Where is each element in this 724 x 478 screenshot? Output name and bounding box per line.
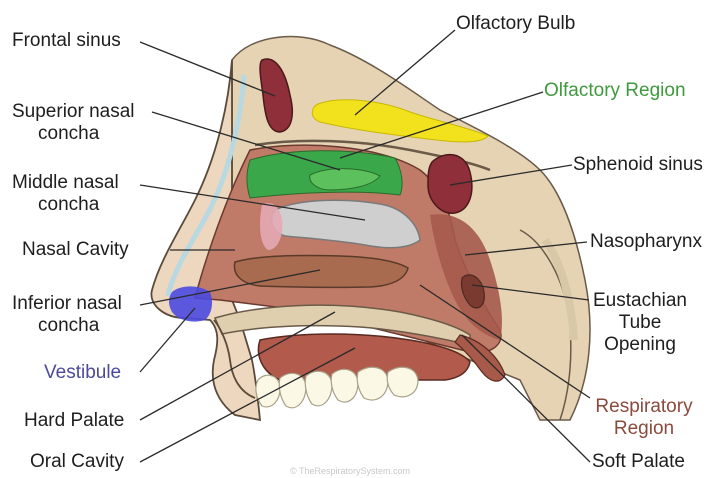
label-line: Tube <box>590 312 690 334</box>
tooth <box>279 373 306 407</box>
inferior-nasal-concha-shape <box>234 256 408 288</box>
tooth <box>357 367 388 400</box>
label-hard-palate: Hard Palate <box>24 410 124 432</box>
tooth <box>387 367 418 396</box>
label-sphenoid-sinus: Sphenoid sinus <box>573 154 703 176</box>
watermark: © TheRespiratorySystem.com <box>290 466 410 476</box>
label-oral-cavity: Oral Cavity <box>30 451 124 473</box>
label-inferior-nasal-concha: Inferior nasal concha <box>12 293 122 337</box>
tooth <box>256 375 280 407</box>
leader-vestibule <box>140 308 195 372</box>
label-frontal-sinus: Frontal sinus <box>12 30 121 52</box>
label-middle-nasal-concha: Middle nasal concha <box>12 172 119 216</box>
tooth <box>305 371 332 405</box>
label-eustachian-tube-opening: Eustachian Tube Opening <box>590 290 690 356</box>
label-line: Region <box>588 418 700 440</box>
label-line: concha <box>12 315 122 337</box>
label-line: Superior nasal <box>12 101 135 123</box>
label-olfactory-bulb: Olfactory Bulb <box>456 13 575 35</box>
label-superior-nasal-concha: Superior nasal concha <box>12 101 135 145</box>
label-line: Middle nasal <box>12 172 119 194</box>
label-soft-palate: Soft Palate <box>592 451 685 473</box>
label-line: Opening <box>590 334 690 356</box>
label-nasal-cavity: Nasal Cavity <box>22 239 129 261</box>
label-nasopharynx: Nasopharynx <box>590 231 702 253</box>
sphenoid-sinus-shape <box>428 155 472 214</box>
label-line: Inferior nasal <box>12 293 122 315</box>
label-line: Eustachian <box>590 290 690 312</box>
label-vestibule: Vestibule <box>44 362 121 384</box>
label-respiratory-region: Respiratory Region <box>588 396 700 440</box>
tooth <box>331 369 358 402</box>
label-line: concha <box>12 194 119 216</box>
label-line: concha <box>12 123 135 145</box>
label-line: Respiratory <box>588 396 700 418</box>
label-olfactory-region: Olfactory Region <box>544 80 686 102</box>
